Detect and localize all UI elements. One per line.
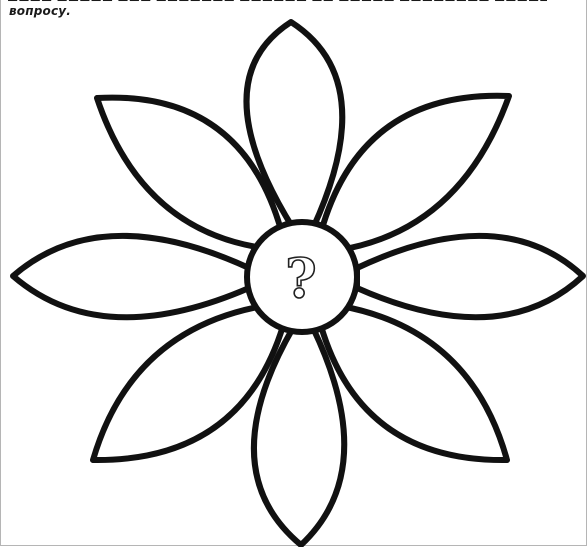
petal-left [13, 236, 249, 317]
question-mark-symbol: ? [285, 246, 317, 310]
petal-upper-right [321, 96, 509, 250]
petal-right [357, 236, 583, 317]
petal-lower-right [321, 306, 507, 460]
